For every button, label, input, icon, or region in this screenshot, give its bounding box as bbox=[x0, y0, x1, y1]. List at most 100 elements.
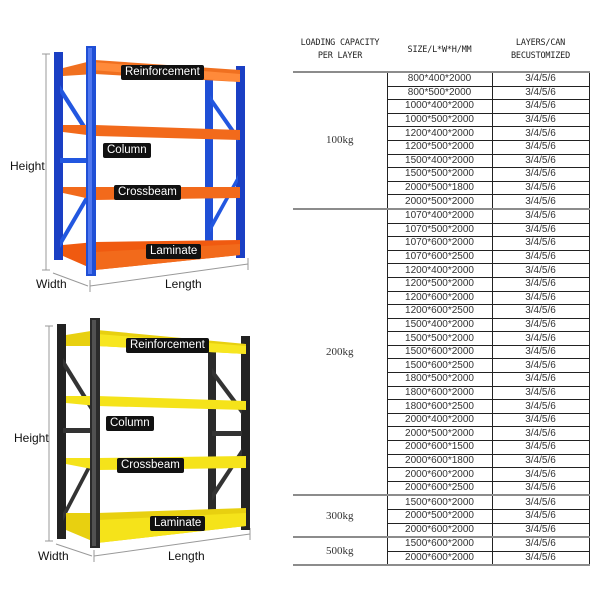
shelf-illustration-black-yellow: Reinforcement Column Crossbeam Laminate … bbox=[0, 308, 260, 583]
header-size: SIZE/L*W*H/MM bbox=[387, 29, 492, 73]
layers-cell: 3/4/5/6 bbox=[491, 236, 590, 251]
layers-cell: 3/4/5/6 bbox=[491, 385, 590, 401]
dimension-height: Height bbox=[10, 159, 45, 173]
layers-cell: 3/4/5/6 bbox=[491, 358, 590, 374]
size-cell: 1500*600*2000 bbox=[386, 536, 493, 552]
capacity-cell: 100kg bbox=[293, 72, 388, 210]
size-cell: 1800*500*2000 bbox=[386, 372, 493, 387]
layers-cell: 3/4/5/6 bbox=[491, 494, 590, 511]
layers-cell: 3/4/5/6 bbox=[491, 344, 590, 360]
size-cell: 2000*500*2000 bbox=[386, 426, 493, 442]
size-cell: 2000*600*1800 bbox=[386, 453, 493, 469]
header-capacity-line1: LOADING CAPACITY bbox=[300, 38, 380, 48]
size-cell: 1500*600*2000 bbox=[386, 494, 493, 511]
header-layers-line2: BECUSTOMIZED bbox=[510, 51, 570, 61]
spec-table: LOADING CAPACITY PER LAYER SIZE/L*W*H/MM… bbox=[293, 29, 590, 567]
layers-cell: 3/4/5/6 bbox=[491, 304, 590, 319]
dimension-height: Height bbox=[14, 431, 49, 445]
label-reinforcement: Reinforcement bbox=[126, 338, 209, 353]
dimension-width: Width bbox=[36, 277, 67, 291]
size-cell: 1500*500*2000 bbox=[386, 331, 493, 346]
layers-cell: 3/4/5/6 bbox=[491, 509, 590, 524]
layers-cell: 3/4/5/6 bbox=[491, 71, 590, 87]
layers-cell: 3/4/5/6 bbox=[491, 372, 590, 387]
size-cell: 2000*600*2000 bbox=[386, 550, 493, 567]
size-cell: 2000*500*1800 bbox=[386, 180, 493, 196]
layers-cell: 3/4/5/6 bbox=[491, 453, 590, 469]
size-cell: 1500*600*2000 bbox=[386, 344, 493, 360]
size-cell: 1800*600*2000 bbox=[386, 385, 493, 401]
layers-cell: 3/4/5/6 bbox=[491, 467, 590, 482]
size-cell: 1500*500*2000 bbox=[386, 167, 493, 182]
capacity-cell: 500kg bbox=[293, 537, 388, 567]
size-cell: 1200*500*2000 bbox=[386, 139, 493, 155]
layers-cell: 3/4/5/6 bbox=[491, 480, 590, 497]
size-cell: 1500*400*2000 bbox=[386, 153, 493, 169]
layers-cell: 3/4/5/6 bbox=[491, 85, 590, 101]
layers-cell: 3/4/5/6 bbox=[491, 290, 590, 306]
layers-cell: 3/4/5/6 bbox=[491, 126, 590, 141]
capacity-cell: 300kg bbox=[293, 495, 388, 539]
header-layers: LAYERS/CAN BECUSTOMIZED bbox=[492, 29, 589, 73]
layers-cell: 3/4/5/6 bbox=[491, 440, 590, 455]
dimension-length: Length bbox=[168, 549, 205, 563]
label-column: Column bbox=[106, 416, 154, 431]
layers-cell: 3/4/5/6 bbox=[491, 167, 590, 182]
label-crossbeam: Crossbeam bbox=[117, 458, 184, 473]
size-cell: 800*500*2000 bbox=[386, 85, 493, 101]
size-cell: 2000*600*2000 bbox=[386, 467, 493, 482]
label-laminate: Laminate bbox=[150, 516, 206, 531]
size-cell: 1200*500*2000 bbox=[386, 276, 493, 292]
layers-cell: 3/4/5/6 bbox=[491, 249, 590, 265]
layers-cell: 3/4/5/6 bbox=[491, 99, 590, 114]
size-cell: 2000*600*1500 bbox=[386, 440, 493, 455]
size-cell: 2000*600*2000 bbox=[386, 522, 493, 539]
size-cell: 2000*400*2000 bbox=[386, 412, 493, 428]
size-cell: 1500*600*2500 bbox=[386, 358, 493, 374]
header-capacity-line2: PER LAYER bbox=[317, 51, 363, 61]
label-laminate: Laminate bbox=[146, 244, 202, 259]
size-cell: 1000*500*2000 bbox=[386, 112, 493, 128]
shelf-illustration-blue-orange: Reinforcement Column Crossbeam Laminate … bbox=[0, 30, 260, 305]
label-column: Column bbox=[103, 143, 151, 158]
spec-table-header: LOADING CAPACITY PER LAYER SIZE/L*W*H/MM… bbox=[293, 29, 589, 73]
size-cell: 1200*600*2500 bbox=[386, 304, 493, 319]
size-cell: 1200*600*2000 bbox=[386, 290, 493, 306]
size-cell: 1070*500*2000 bbox=[386, 222, 493, 238]
dimension-width: Width bbox=[38, 549, 69, 563]
size-cell: 1070*400*2000 bbox=[386, 208, 493, 224]
layers-cell: 3/4/5/6 bbox=[491, 317, 590, 333]
size-cell: 1070*600*2000 bbox=[386, 236, 493, 251]
layers-cell: 3/4/5/6 bbox=[491, 276, 590, 292]
size-cell: 1000*400*2000 bbox=[386, 99, 493, 114]
size-cell: 1070*600*2500 bbox=[386, 249, 493, 265]
layers-cell: 3/4/5/6 bbox=[491, 180, 590, 196]
header-loading-capacity: LOADING CAPACITY PER LAYER bbox=[293, 29, 387, 73]
label-reinforcement: Reinforcement bbox=[121, 65, 204, 80]
size-cell: 2000*600*2500 bbox=[386, 480, 493, 497]
layers-cell: 3/4/5/6 bbox=[491, 222, 590, 238]
layers-cell: 3/4/5/6 bbox=[491, 426, 590, 442]
size-cell: 800*400*2000 bbox=[386, 71, 493, 87]
